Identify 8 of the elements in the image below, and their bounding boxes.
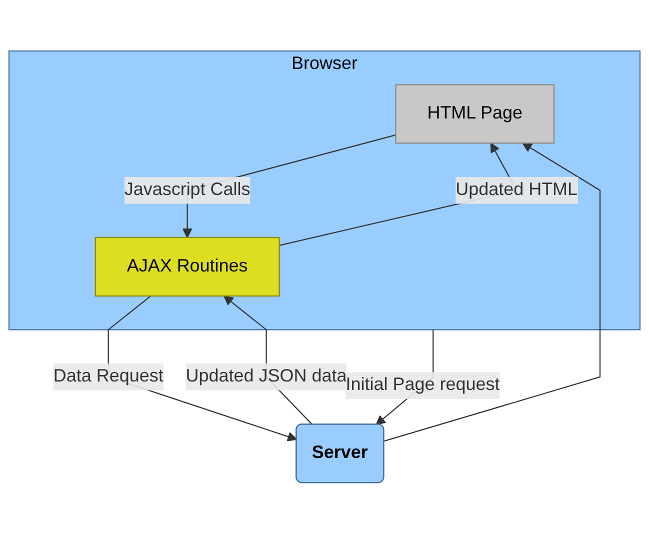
edge-label: Javascript Calls bbox=[124, 180, 250, 200]
arrow bbox=[384, 142, 601, 442]
node-box: AJAX Routines bbox=[94, 236, 280, 296]
edge-label: Data Request bbox=[53, 366, 164, 386]
edge-label: Initial Page request bbox=[346, 375, 500, 394]
edge-label: Updated HTML bbox=[456, 180, 578, 200]
node-box: HTML Page bbox=[395, 84, 555, 144]
edge-label: Updated JSON data bbox=[186, 366, 347, 386]
